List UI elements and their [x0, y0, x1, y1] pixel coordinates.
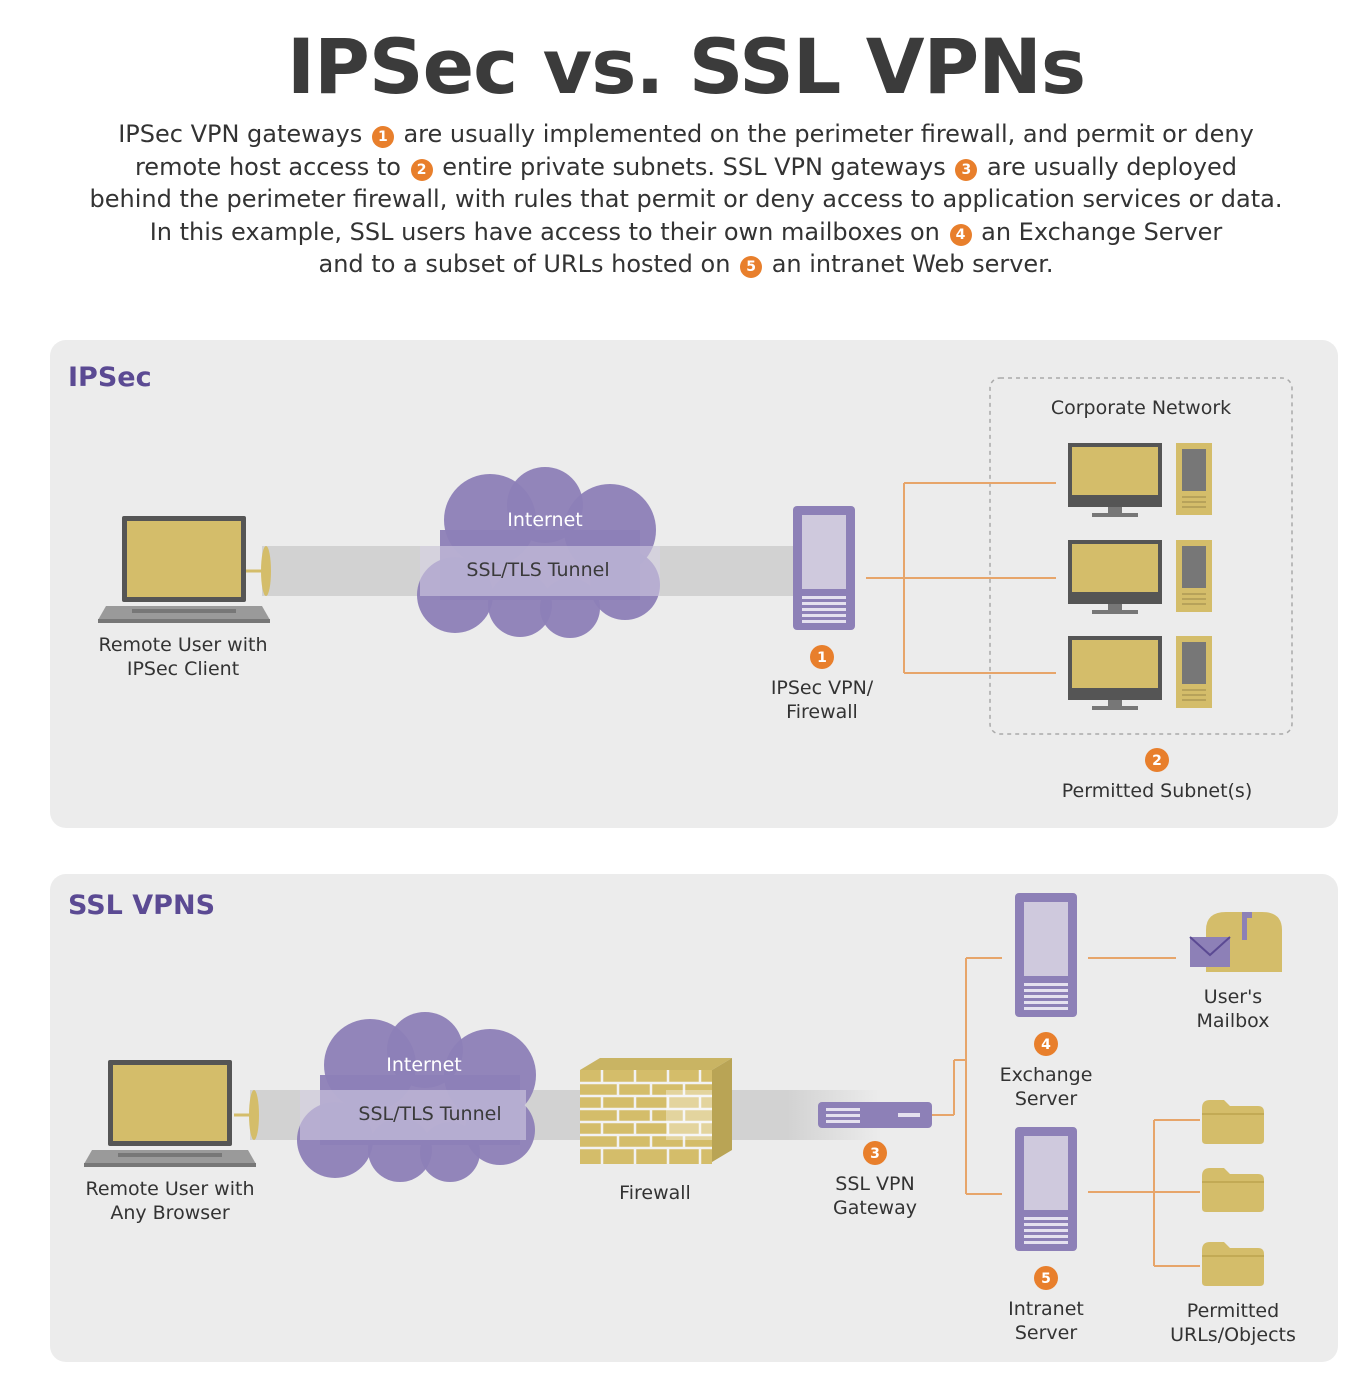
tunnel-endpoint	[249, 1090, 259, 1140]
intro-text: In this example, SSL users have access t…	[149, 217, 948, 246]
intro-line-2: remote host access to 2 entire private s…	[40, 151, 1332, 184]
number-badge-3	[863, 1141, 887, 1165]
firewall-label: Firewall	[619, 1182, 691, 1204]
folder-icon	[1201, 1167, 1265, 1213]
ssl-heading: SSL VPNS	[68, 890, 215, 921]
ipsec-remote-user-label-2: IPSec Client	[127, 658, 239, 680]
vpn-firewall-server-icon	[793, 506, 855, 630]
number-badge-2: 2	[410, 158, 433, 181]
intro-text: and to a subset of URLs hosted on	[318, 250, 739, 278]
ssl-gateway-label-2: Gateway	[833, 1197, 917, 1219]
ipsec-connection-lines	[866, 482, 1056, 674]
intro-line-3: behind the perimeter firewall, with rule…	[89, 185, 1283, 213]
intro-text: are usually deployed	[979, 152, 1238, 181]
tunnel-endpoint	[261, 546, 271, 596]
desktop-monitor-icon	[1068, 443, 1162, 517]
ssl-cloud-label: Internet	[386, 1054, 461, 1076]
mailbox-label-1: User's	[1204, 986, 1262, 1008]
exchange-server-icon	[1015, 893, 1077, 1017]
desktop-monitor-icon	[1068, 540, 1162, 614]
laptop-icon	[98, 516, 270, 623]
number-badge-2	[1145, 748, 1169, 772]
ssl-remote-user-label-1: Remote User with	[85, 1178, 254, 1200]
pc-tower-icon	[1176, 443, 1212, 515]
number-badge-5: 5	[740, 256, 763, 278]
ipsec-tunnel-label: SSL/TLS Tunnel	[466, 559, 609, 581]
intro-text: IPSec VPN gateways	[118, 120, 370, 148]
ipsec-gateway-label-1: IPSec VPN/	[771, 677, 874, 699]
intranet-label-1: Intranet	[1008, 1298, 1084, 1320]
folder-icon	[1201, 1241, 1265, 1287]
number-badge-1: 1	[371, 126, 394, 148]
pc-tower-icon	[1176, 636, 1212, 708]
laptop-icon	[84, 1060, 256, 1167]
number-badge-5	[1034, 1266, 1058, 1290]
ipsec-remote-user-label-1: Remote User with	[98, 634, 267, 656]
ssl-remote-user-label-2: Any Browser	[110, 1202, 230, 1224]
ipsec-cloud-label: Internet	[507, 509, 582, 531]
intranet-label-2: Server	[1015, 1322, 1077, 1344]
ipsec-heading: IPSec	[68, 362, 152, 393]
ssl-tunnel-label: SSL/TLS Tunnel	[358, 1103, 501, 1125]
ipsec-gateway-label-2: Firewall	[786, 701, 858, 723]
badge-number: 2	[1152, 753, 1162, 769]
corporate-network-box	[989, 377, 1293, 735]
number-badge-3: 3	[955, 158, 978, 181]
firewall-brick-wall-icon	[580, 1058, 732, 1164]
exchange-label-1: Exchange	[1000, 1064, 1093, 1086]
ssl-vpn-gateway-icon	[818, 1102, 932, 1128]
exchange-label-2: Server	[1015, 1088, 1077, 1110]
badge-number: 1	[817, 650, 827, 666]
mailbox-icon	[1189, 912, 1282, 972]
intro-text: remote host access to	[134, 152, 409, 181]
ssl-connection-lines	[932, 957, 1200, 1267]
intro-paragraph: IPSec VPN gateways 1 are usually impleme…	[40, 118, 1332, 281]
intranet-server-icon	[1015, 1127, 1077, 1251]
badge-number: 3	[870, 1146, 880, 1162]
intro-text: entire private subnets. SSL VPN gateways	[434, 152, 954, 181]
intro-line-5: and to a subset of URLs hosted on 5 an i…	[40, 248, 1332, 281]
number-badge-4	[1034, 1032, 1058, 1056]
intro-text: are usually implemented on the perimeter…	[395, 120, 1254, 148]
number-badge-1	[810, 645, 834, 669]
page-title: IPSec vs. SSL VPNs	[286, 22, 1086, 111]
intro-text: an Exchange Server	[973, 217, 1223, 246]
intro-line-4: In this example, SSL users have access t…	[40, 216, 1332, 249]
mailbox-label-2: Mailbox	[1197, 1010, 1270, 1032]
desktop-monitor-icon	[1068, 636, 1162, 710]
corporate-network-label: Corporate Network	[1051, 397, 1231, 419]
intro-line-1: IPSec VPN gateways 1 are usually impleme…	[40, 118, 1332, 151]
permitted-subnets-label: Permitted Subnet(s)	[1062, 780, 1253, 802]
permitted-urls-label-1: Permitted	[1187, 1300, 1279, 1322]
pc-tower-icon	[1176, 540, 1212, 612]
permitted-urls-label-2: URLs/Objects	[1170, 1324, 1296, 1346]
badge-number: 5	[1041, 1271, 1051, 1287]
badge-number: 4	[1041, 1037, 1051, 1053]
ssl-gateway-label-1: SSL VPN	[835, 1173, 914, 1195]
number-badge-4: 4	[949, 223, 972, 246]
folder-icon	[1201, 1099, 1265, 1145]
intro-text: an intranet Web server.	[764, 250, 1054, 278]
